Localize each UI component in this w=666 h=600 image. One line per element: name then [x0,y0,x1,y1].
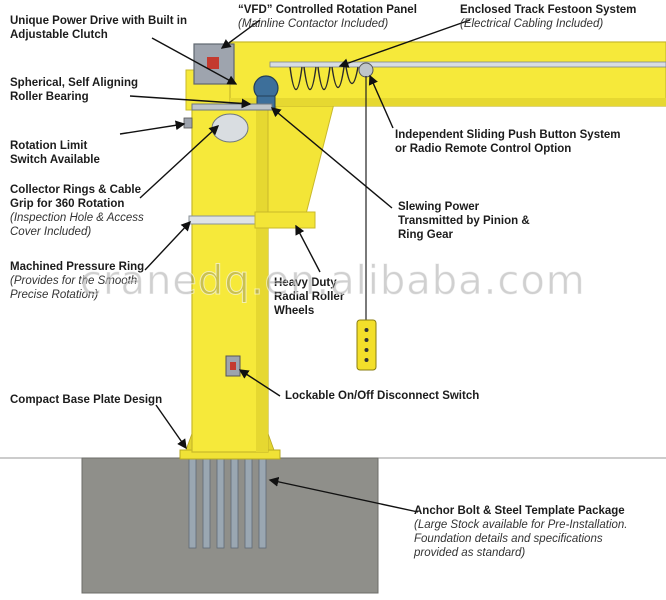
disconnect-switch-handle [230,362,236,370]
label-power-drive: Unique Power Drive with Built in Adjusta… [10,14,187,42]
label-slewing: Slewing Power Transmitted by Pinion & Ri… [398,200,530,242]
label-base-plate: Compact Base Plate Design [10,393,162,407]
label-limit-switch: Rotation Limit Switch Available [10,139,100,167]
label-anchor-title: Anchor Bolt & Steel Template Package [414,504,628,518]
label-push-button-title: Independent Sliding Push Button System o… [395,128,621,156]
roller-wheel-bracket [255,212,315,228]
label-collector-sub: (Inspection Hole & Access Cover Included… [10,211,144,239]
label-anchor-sub: (Large Stock available for Pre-Installat… [414,518,628,560]
label-disconnect-title: Lockable On/Off Disconnect Switch [285,389,479,403]
label-push-button: Independent Sliding Push Button System o… [395,128,621,156]
festoon-track [270,62,666,67]
vfd-panel-badge [207,57,219,69]
watermark: cranedq.en.alibaba.com [80,258,586,304]
label-vfd-title: “VFD” Controlled Rotation Panel [238,3,417,17]
concrete-foundation [82,458,378,593]
label-limit-switch-title: Rotation Limit Switch Available [10,139,100,167]
pendant-control-box [357,320,376,370]
label-slewing-title: Slewing Power Transmitted by Pinion & Ri… [398,200,530,242]
label-festoon: Enclosed Track Festoon System (Electrica… [460,3,636,31]
label-base-plate-title: Compact Base Plate Design [10,393,162,407]
label-festoon-sub: (Electrical Cabling Included) [460,17,636,31]
label-power-drive-title: Unique Power Drive with Built in Adjusta… [10,14,187,42]
label-disconnect: Lockable On/Off Disconnect Switch [285,389,479,403]
label-collector-title: Collector Rings & Cable Grip for 360 Rot… [10,183,144,211]
label-bearing: Spherical, Self Aligning Roller Bearing [10,76,138,104]
jib-boom-lower-flange [230,98,666,106]
label-festoon-title: Enclosed Track Festoon System [460,3,636,17]
label-bearing-title: Spherical, Self Aligning Roller Bearing [10,76,138,104]
push-button-trolley [359,63,373,77]
label-anchor: Anchor Bolt & Steel Template Package (La… [414,504,628,560]
jib-boom [230,42,666,106]
ring-gear [192,104,272,110]
limit-switch [184,118,192,128]
label-collector: Collector Rings & Cable Grip for 360 Rot… [10,183,144,239]
label-vfd: “VFD” Controlled Rotation Panel (Mainlin… [238,3,417,31]
collector-ring-housing [212,114,248,142]
label-vfd-sub: (Mainline Contactor Included) [238,17,417,31]
